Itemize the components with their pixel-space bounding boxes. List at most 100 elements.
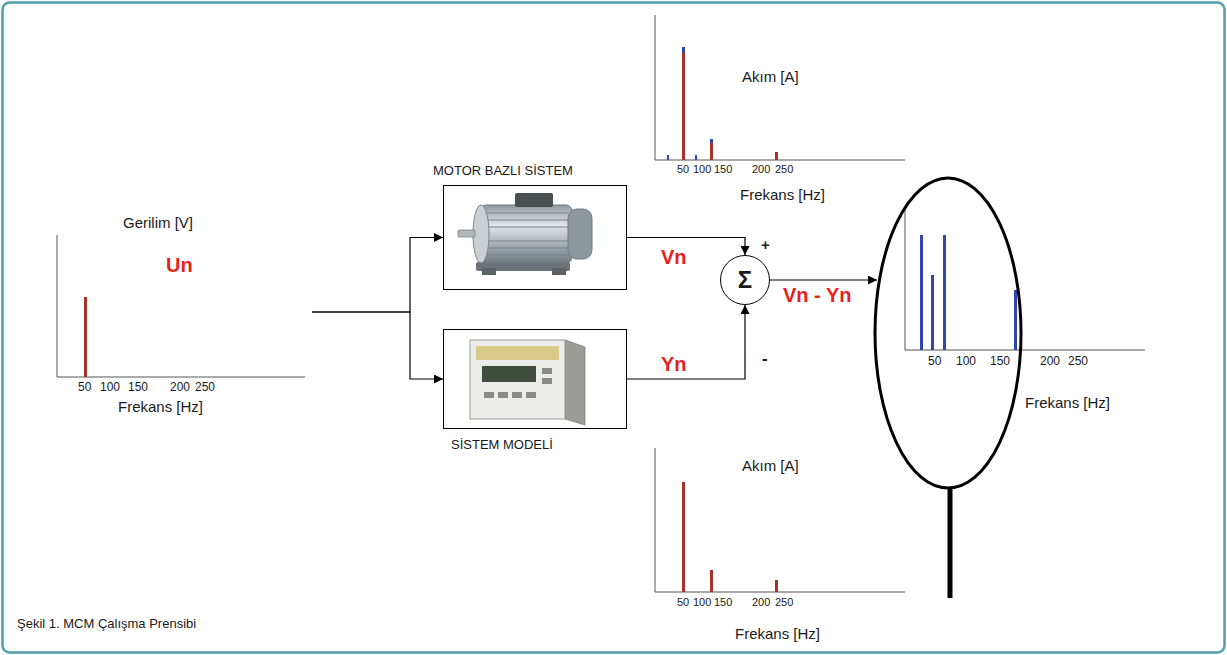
spectral-bar: [775, 152, 778, 160]
spectral-bar: [682, 53, 685, 160]
axis-title: Gerilim [V]: [123, 214, 193, 231]
figure-frame: [3, 3, 1225, 653]
spectral-bar: [920, 235, 923, 350]
axis-title: Frekans [Hz]: [740, 186, 825, 203]
tick-label: 200: [752, 163, 770, 176]
tick-label: 250: [775, 163, 793, 176]
tick-label: 200: [752, 596, 770, 609]
sign-label: -: [761, 349, 769, 369]
tick-label: 50: [78, 381, 91, 395]
device-key: [512, 392, 522, 398]
voltage-chart: [57, 235, 305, 377]
motor-system-box: MOTOR BAZLI SİSTEM: [443, 185, 627, 290]
motor-body: [480, 205, 572, 263]
spectral-bar: [695, 155, 697, 160]
tick-label: 150: [714, 596, 732, 609]
current-chart: [655, 15, 905, 160]
current-spectrum: Akım [A]50100150200250Frekans [Hz]: [650, 450, 910, 650]
spectral-bar: [682, 482, 685, 592]
spectral-bar: [682, 47, 685, 53]
motor-shaft: [458, 230, 475, 237]
tick-label: 50: [677, 163, 689, 176]
magnifier-lens: [875, 178, 1021, 488]
residual-spectrum: 50 100 150 200 250Frekans [Hz]: [877, 200, 1150, 415]
current-spectrum: Akım [A]50100150200250Frekans [Hz]: [650, 60, 910, 210]
tick-label: 250: [775, 596, 793, 609]
axis: [905, 210, 906, 350]
motor-fan-cover: [568, 209, 592, 259]
axis-title: Frekans [Hz]: [1025, 394, 1110, 411]
residual-chart: [905, 210, 1145, 350]
axis: [57, 377, 305, 378]
connector: [627, 305, 745, 379]
spectral-bar: [943, 235, 946, 350]
axis: [655, 160, 905, 161]
tick-label: 100: [693, 596, 711, 609]
tick-label: 100: [100, 381, 120, 395]
tick-label: 150: [128, 381, 148, 395]
device-picture: [470, 340, 585, 425]
tick-label: 150: [990, 355, 1010, 369]
spectral-bar: [1014, 290, 1017, 350]
magnifier-handle: [948, 488, 953, 598]
tick-label: 200: [1040, 355, 1060, 369]
current-chart: [655, 448, 905, 592]
motor-foot: [552, 268, 566, 275]
axis-title: Akım [A]: [742, 457, 799, 474]
device-band: [476, 346, 559, 360]
device-key: [542, 378, 552, 384]
connector: [312, 238, 443, 313]
summing-junction: Σ: [720, 255, 770, 305]
tick-label: 100: [956, 355, 976, 369]
motor-fins: [486, 213, 568, 255]
tick-label: 50: [928, 355, 941, 369]
spectral-bar: [84, 297, 87, 377]
spectral-bar: [931, 275, 934, 350]
motor-foot: [482, 268, 496, 275]
device-display: [482, 366, 536, 382]
model-box: SİSTEM MODELİ: [443, 329, 627, 429]
spectral-bar: [710, 143, 713, 160]
voltage-spectrum: Gerilim [V] Un 50 100 150 200 250Frekans [Hz]: [50, 210, 312, 420]
tick-label: 200: [170, 381, 190, 395]
tick-label: 100: [693, 163, 711, 176]
device-side: [565, 340, 585, 425]
spectral-bar: [710, 139, 713, 143]
axis-title: Akım [A]: [742, 68, 799, 85]
axis-title: Frekans [Hz]: [118, 398, 203, 415]
axis: [655, 15, 656, 160]
figure-caption: Şekil 1. MCM Çalışma Prensibi: [16, 617, 197, 632]
axis: [655, 448, 656, 592]
axis: [905, 350, 1145, 351]
sign-label: +: [760, 236, 771, 253]
axis-title: Frekans [Hz]: [735, 625, 820, 642]
sum-symbol: Σ: [738, 266, 752, 294]
axis: [655, 592, 905, 593]
box-heading: MOTOR BAZLI SİSTEM: [433, 164, 573, 179]
axis: [57, 235, 58, 377]
motor-picture: [458, 193, 592, 275]
device-key: [526, 392, 536, 398]
spectral-bar: [710, 570, 713, 592]
tick-label: 150: [714, 163, 732, 176]
tick-label: 50: [677, 596, 689, 609]
device-front: [470, 340, 565, 419]
device-key: [484, 392, 494, 398]
signal-label: Vn: [660, 246, 688, 269]
spectral-bar: [667, 155, 669, 160]
tick-label: 250: [1068, 355, 1088, 369]
spectral-bar: [775, 580, 778, 592]
connector: [312, 312, 443, 379]
box-heading: SİSTEM MODELİ: [451, 438, 553, 453]
device-key: [542, 368, 552, 374]
signal-label: Yn: [660, 353, 688, 376]
tick-label: 250: [195, 381, 215, 395]
connector: [770, 279, 877, 280]
motor-terminal-box: [515, 193, 553, 207]
signal-name: Un: [166, 254, 193, 277]
signal-label: Vn - Yn: [782, 284, 853, 307]
device-key: [498, 392, 508, 398]
